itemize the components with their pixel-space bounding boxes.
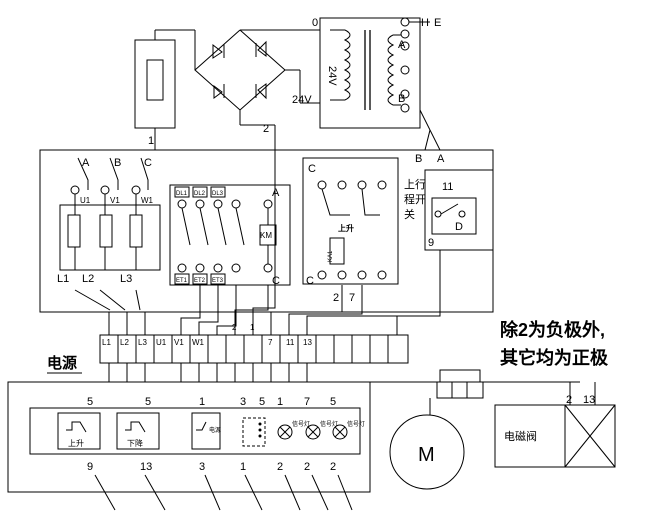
signal-lamp-3-bottom: 2: [330, 461, 336, 473]
pin-w1: W1: [141, 196, 154, 205]
relay-raise-label: 上升: [338, 223, 354, 233]
relay: C 上升 KA1 C 2 7: [302, 157, 399, 304]
et3-label: ET3: [212, 278, 224, 284]
panel-relay-top-left: 3: [240, 396, 246, 408]
terminal-l2: L2: [120, 338, 129, 347]
limit-11-label: 11: [442, 181, 453, 193]
terminal-l1: L1: [102, 338, 111, 347]
signal-lamp-2-top: 7: [304, 396, 310, 408]
up-button-label: 上升: [68, 439, 84, 448]
transformer-pin-e: E: [434, 17, 441, 29]
contactor: DL1 DL2 DL3 A KM ET1 ET2 ET3 C: [169, 184, 291, 287]
transformer-pin-0: 0: [312, 17, 318, 29]
note-line-2: 其它均为正极: [500, 347, 609, 368]
transformer-pin-h: H: [421, 17, 429, 29]
fuse-wire-1-label: 1: [148, 135, 154, 147]
motor-label: M: [418, 444, 435, 466]
transformer: 0 H E A B 24V: [312, 17, 441, 151]
bus-b-label: B: [415, 153, 422, 165]
signal-lamp-1: 1 信号灯 2: [277, 396, 310, 473]
relay-c-bottom: C: [306, 275, 314, 287]
signal-lamp-2-label: 信号灯: [320, 420, 338, 428]
travel-switch-line-2: 程开: [404, 193, 426, 206]
signal-lamp-1-label: 信号灯: [292, 420, 310, 428]
pin-l3: L3: [120, 273, 132, 285]
limit-d-label: D: [455, 221, 463, 233]
pin-u1: U1: [80, 196, 91, 205]
up-button-top-label: 5: [87, 396, 93, 408]
power-button-label: 电源: [209, 426, 221, 434]
note-line-1: 除2为负极外,: [500, 319, 605, 340]
travel-switch-line-3: 关: [404, 207, 415, 221]
down-button-bottom-label: 13: [140, 461, 152, 473]
transformer-pin-a: A: [398, 39, 406, 51]
power-button-bottom-label: 3: [199, 461, 205, 473]
phase-b-label: B: [114, 157, 121, 169]
relay-pin-2: 2: [333, 292, 339, 304]
terminal-v1: V1: [174, 338, 184, 347]
relay-pin-7: 7: [349, 292, 355, 304]
three-phase-breaker: A B C U1 V1 W1 L1 L2 L3: [57, 157, 161, 311]
terminal-strip: L1 L2 L3 U1 V1 W1 2 1 7 11 13: [99, 150, 441, 382]
transformer-pin-b: B: [398, 93, 405, 105]
rectifier-24v-label: 24V: [292, 94, 312, 106]
operator-panel: 5 上升 9 5 下降 13 1 电源 3 3 5: [7, 381, 371, 511]
pin-v1: V1: [110, 196, 120, 205]
valve-pin-2: 2: [566, 394, 572, 406]
terminal-w1: W1: [192, 338, 205, 347]
signal-lamp-1-top: 1: [277, 396, 283, 408]
terminal-11: 11: [286, 338, 295, 347]
panel-relay-top-right: 5: [259, 396, 265, 408]
panel-relay-block: 3 5 1: [240, 396, 266, 473]
phase-c-label: C: [144, 157, 152, 169]
signal-lamp-2-bottom: 2: [304, 461, 310, 473]
pin-l2: L2: [82, 273, 94, 285]
dl1-label: DL1: [176, 191, 188, 197]
terminal-7: 7: [268, 338, 273, 347]
rectifier-wire-2-label: 2: [263, 123, 269, 135]
signal-lamp-3: 5 信号灯 2: [330, 396, 365, 473]
contactor-a-label: A: [272, 187, 280, 199]
signal-lamp-3-top: 5: [330, 396, 336, 408]
transformer-secondary-24v: 24V: [326, 66, 338, 86]
bridge-rectifier: 2 24V: [155, 29, 320, 150]
relay-ka-label: KA1: [328, 250, 334, 262]
power-label: 电源: [47, 354, 77, 372]
pin-l1: L1: [57, 273, 69, 285]
signal-lamp-3-label: 信号灯: [347, 420, 365, 428]
down-button-top-label: 5: [145, 396, 151, 408]
relay-c-top: C: [308, 163, 316, 175]
power-button-top-label: 1: [199, 396, 205, 408]
down-button[interactable]: 5 下降 13: [116, 396, 160, 473]
et1-label: ET1: [176, 278, 188, 284]
dl2-label: DL2: [194, 191, 206, 197]
et2-label: ET2: [194, 278, 206, 284]
phase-a-label: A: [82, 157, 90, 169]
solenoid-valve: 2 13 电磁阀: [480, 381, 616, 468]
up-button-bottom-label: 9: [87, 461, 93, 473]
bus-a-label: A: [437, 153, 445, 165]
terminal-l3: L3: [138, 338, 147, 347]
valve-pin-13: 13: [583, 394, 595, 406]
panel-relay-bottom: 1: [240, 461, 246, 473]
limit-9-label: 9: [428, 237, 434, 249]
up-button[interactable]: 5 上升 9: [57, 396, 101, 473]
signal-lamp-2: 7 信号灯 2: [304, 396, 338, 473]
fuse: 1: [134, 30, 176, 150]
limit-switch: 11 D 9: [424, 169, 494, 251]
terminal-u1: U1: [156, 338, 167, 347]
down-button-label: 下降: [127, 438, 143, 448]
contactor-c-label: C: [272, 275, 280, 287]
dl3-label: DL3: [212, 191, 224, 197]
km-label: KM: [260, 231, 272, 240]
power-button[interactable]: 1 电源 3: [191, 396, 221, 473]
signal-lamp-1-bottom: 2: [277, 461, 283, 473]
travel-switch-line-1: 上行: [404, 178, 426, 191]
motor: M: [370, 369, 484, 490]
valve-label: 电磁阀: [504, 429, 537, 443]
terminal-13: 13: [303, 338, 312, 347]
